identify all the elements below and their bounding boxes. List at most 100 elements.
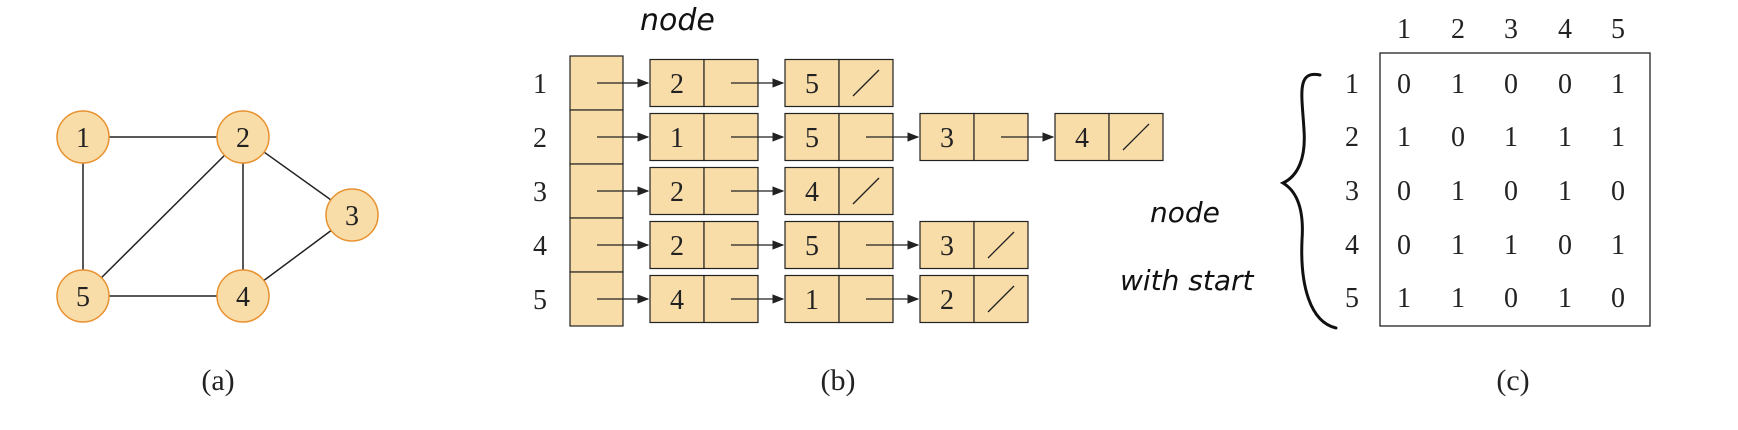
list-node-value-box xyxy=(649,58,705,108)
curly-brace-icon xyxy=(1279,72,1338,330)
null-pointer-slash xyxy=(852,69,880,97)
null-pointer-slash xyxy=(987,231,1015,259)
list-node-value-box xyxy=(649,220,705,270)
list-node-value-box xyxy=(784,220,840,270)
matrix-cell: 1 xyxy=(1558,283,1572,314)
graph-panel: 1 2 3 4 5 xyxy=(56,110,379,323)
list-node-value-box xyxy=(1054,112,1110,162)
matrix-col-label-2: 2 xyxy=(1451,14,1465,45)
list-row-label-3: 3 xyxy=(533,177,547,208)
matrix-row-label-4: 4 xyxy=(1345,230,1359,261)
matrix-cell: 0 xyxy=(1558,230,1572,261)
matrix-cell: 0 xyxy=(1397,230,1411,261)
annotation-node-middle: node xyxy=(1150,196,1220,229)
annotation-node-top: node xyxy=(640,3,715,38)
graph-node-label-4: 4 xyxy=(236,282,250,313)
matrix-cell: 1 xyxy=(1397,283,1411,314)
adjacency-list-panel: 1 2 3 4 5 2 5 1 5 3 4 2 4 2 5 3 4 1 2 xyxy=(533,55,1164,327)
graph-node-label-2: 2 xyxy=(236,123,250,154)
list-node-value-box xyxy=(649,274,705,324)
matrix-row-label-2: 2 xyxy=(1345,122,1359,153)
graph-nodes: 1 2 3 4 5 xyxy=(56,110,379,323)
matrix-cell: 1 xyxy=(1611,122,1625,153)
matrix-cell: 1 xyxy=(1451,230,1465,261)
matrix-cell: 1 xyxy=(1504,122,1518,153)
list-node-value-box xyxy=(919,220,975,270)
list-node-value: 1 xyxy=(805,285,819,316)
graph-node-3 xyxy=(325,188,379,242)
list-row-label-4: 4 xyxy=(533,231,547,262)
list-node-next-box xyxy=(838,166,894,216)
list-node-value-box xyxy=(649,166,705,216)
list-node-value: 2 xyxy=(670,69,684,100)
list-node-value-box xyxy=(649,112,705,162)
matrix-cell: 0 xyxy=(1451,122,1465,153)
matrix-cell: 0 xyxy=(1504,283,1518,314)
list-row-label-5: 5 xyxy=(533,285,547,316)
list-node-value-box xyxy=(919,112,975,162)
null-pointer-slash xyxy=(987,285,1015,313)
matrix-frame xyxy=(1379,52,1651,327)
list-node-next-box xyxy=(973,220,1029,270)
list-node-value: 2 xyxy=(940,285,954,316)
matrix-cell: 1 xyxy=(1397,122,1411,153)
list-node-value-box xyxy=(784,274,840,324)
graph-edge-2-5 xyxy=(82,136,244,297)
graph-node-4 xyxy=(216,269,270,323)
list-node-value-box xyxy=(784,58,840,108)
null-pointer-slash xyxy=(852,177,880,205)
matrix-cell: 0 xyxy=(1504,176,1518,207)
list-node-value: 4 xyxy=(670,285,684,316)
matrix-cell: 1 xyxy=(1451,176,1465,207)
matrix-row-label-1: 1 xyxy=(1345,69,1359,100)
matrix-col-label-5: 5 xyxy=(1611,14,1625,45)
graph-node-1 xyxy=(56,110,110,164)
list-node-value: 5 xyxy=(805,123,819,154)
null-pointer-slash xyxy=(1122,123,1150,151)
list-node-value: 2 xyxy=(670,177,684,208)
matrix-cell: 1 xyxy=(1451,283,1465,314)
matrix-cell: 1 xyxy=(1451,69,1465,100)
graph-node-5 xyxy=(56,269,110,323)
matrix-cell: 1 xyxy=(1558,176,1572,207)
matrix-cell: 0 xyxy=(1397,176,1411,207)
list-row-labels: 1 2 3 4 5 xyxy=(533,69,547,316)
matrix-cell: 0 xyxy=(1397,69,1411,100)
list-node-value: 5 xyxy=(805,231,819,262)
matrix-col-label-3: 3 xyxy=(1504,14,1518,45)
list-arrows xyxy=(597,78,1055,304)
matrix-cell: 0 xyxy=(1504,69,1518,100)
list-row-label-1: 1 xyxy=(533,69,547,100)
list-node-value-box xyxy=(784,112,840,162)
matrix-cell: 1 xyxy=(1558,122,1572,153)
graph-node-label-5: 5 xyxy=(76,282,90,313)
graph-node-label-1: 1 xyxy=(76,123,90,154)
list-node-value-box xyxy=(919,274,975,324)
list-node-value: 2 xyxy=(670,231,684,262)
list-node-value: 3 xyxy=(940,231,954,262)
graph-node-2 xyxy=(216,110,270,164)
list-node-value: 1 xyxy=(670,123,684,154)
list-node-value: 4 xyxy=(805,177,819,208)
graph-node-label-3: 3 xyxy=(345,201,359,232)
list-node-value: 4 xyxy=(1075,123,1089,154)
matrix-cell: 1 xyxy=(1611,230,1625,261)
list-row-label-2: 2 xyxy=(533,123,547,154)
matrix-cell: 0 xyxy=(1611,283,1625,314)
matrix-col-label-4: 4 xyxy=(1558,14,1572,45)
graph-edges xyxy=(82,136,353,297)
list-node-value: 5 xyxy=(805,69,819,100)
matrix-row-label-3: 3 xyxy=(1345,176,1359,207)
caption-a: (a) xyxy=(201,364,234,397)
matrix-cell: 1 xyxy=(1611,69,1625,100)
matrix-cell: 0 xyxy=(1558,69,1572,100)
matrix-cell: 0 xyxy=(1611,176,1625,207)
caption-b: (b) xyxy=(821,364,856,397)
annotation-with-start: with start xyxy=(1120,264,1255,297)
